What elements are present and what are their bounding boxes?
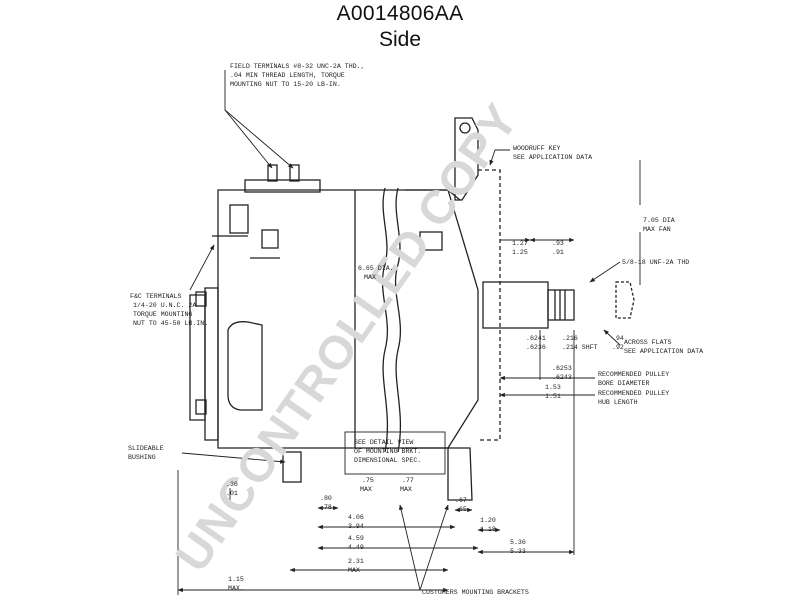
- dim-77-max: MAX: [400, 486, 412, 493]
- see-detail-line-2: OF MOUNTING BRKT.: [354, 448, 421, 455]
- dim-4-06-lower: 3.94: [348, 523, 364, 530]
- slideable-bushing-line-2: BUSHING: [128, 454, 156, 461]
- field-terminals-line-2: .04 MIN THREAD LENGTH, TORQUE: [230, 72, 345, 79]
- pulley-hub-line-2: HUB LENGTH: [598, 399, 638, 406]
- mounting-ear: [454, 117, 479, 201]
- dim-6241-upper: .6241: [526, 335, 546, 342]
- dim-75-value: .75: [362, 477, 374, 484]
- rear-bolt-bottom: [195, 399, 207, 415]
- dim-6241-lower: .6236: [526, 344, 546, 351]
- dim-93-lower: .91: [552, 249, 564, 256]
- drawing-subtitle: Side: [378, 28, 422, 51]
- dim-1-15-max: MAX.: [228, 585, 244, 592]
- body-dia-line-1: 6.65 DIA.: [358, 265, 394, 272]
- field-terminal-stud-2: [289, 164, 300, 182]
- stator-break-line-2: [394, 187, 402, 453]
- uncontrolled-copy-watermark: UNCONTROLLED COPY: [165, 94, 528, 581]
- dim-1-27-upper: 1.27: [512, 240, 528, 247]
- dim-4-59-upper: 4.59: [348, 535, 364, 542]
- slideable-bushing-line-1: SLIDEABLE: [128, 445, 164, 452]
- dim-2-31-value: 2.31: [348, 558, 364, 565]
- fc-terminal-1: [229, 204, 249, 234]
- max-fan-line-1: 7.05 DIA: [643, 217, 675, 224]
- dim-1-20-lower: 1.18: [480, 526, 496, 533]
- dim-1-20-upper: 1.20: [480, 517, 496, 524]
- dim-75-max: MAX: [360, 486, 372, 493]
- customers-brackets-label: CUSTOMERS MOUNTING BRACKETS: [422, 589, 529, 596]
- shaft-nut: [615, 281, 635, 319]
- lower-mounting-foot: [447, 447, 473, 501]
- see-detail-line-1: SEE DETAIL VIEW: [354, 439, 413, 446]
- max-fan-line-2: MAX FAN: [643, 226, 671, 233]
- rear-end-plate: [189, 294, 206, 421]
- rear-bolt-top: [195, 291, 207, 307]
- dim-77-value: .77: [402, 477, 414, 484]
- dim-80-upper: .80: [320, 495, 332, 502]
- field-terminals-line-3: MOUNTING NUT TO 15-20 LB-IN.: [230, 81, 341, 88]
- dim-1-15-value: 1.15: [228, 576, 244, 583]
- pulley-bore-line-2: BORE DIAMETER: [598, 380, 649, 387]
- across-flats-value-1: .94: [612, 335, 624, 342]
- dim-1-53-lower: 1.51: [545, 393, 561, 400]
- field-terminals-line-1: FIELD TERMINALS #8-32 UNC-2A THD.,: [230, 63, 365, 70]
- rear-vent-window: [227, 321, 263, 411]
- dim-216-lower: .214 SHFT: [562, 344, 598, 351]
- across-flats-value-2: .92: [612, 344, 624, 351]
- thread-spec-label: 5/8-18 UNF-2A THD: [622, 259, 689, 266]
- dim-36-upper: .36: [226, 481, 238, 488]
- see-detail-line-3: DIMENSIONAL SPEC.: [354, 457, 421, 464]
- slideable-bushing-outline: [282, 451, 302, 483]
- see-detail-box-outline: [344, 431, 446, 475]
- dim-1-27-lower: 1.25: [512, 249, 528, 256]
- dim-2-31-max: MAX: [348, 567, 360, 574]
- across-flats-label: ACROSS FLATS: [624, 339, 672, 346]
- field-terminal-stud-1: [267, 164, 278, 182]
- dim-80-lower: .78: [320, 504, 332, 511]
- dim-67-lower: .65: [455, 506, 467, 513]
- front-housing-outline: [405, 189, 479, 449]
- fac-terminals-line-3: TORQUE MOUNTING: [133, 311, 192, 318]
- dim-5-36-upper: 5.36: [510, 539, 526, 546]
- dim-6253-lower: .6243: [552, 374, 572, 381]
- fac-terminals-line-1: F&C TERMINALS: [130, 293, 181, 300]
- fac-terminals-line-4: NUT TO 45-50 LB.IN.: [133, 320, 208, 327]
- woodruff-key-line-1: WOODRUFF KEY: [513, 145, 561, 152]
- woodruff-key-line-2: SEE APPLICATION DATA: [513, 154, 592, 161]
- stator-break-line-1: [381, 187, 389, 453]
- shaft: [547, 289, 575, 321]
- across-flats-note: SEE APPLICATION DATA: [624, 348, 703, 355]
- body-dia-line-2: MAX: [364, 274, 376, 281]
- dim-5-36-lower: 5.33: [510, 548, 526, 555]
- drawing-title: A0014806AA: [336, 2, 464, 25]
- fc-terminal-2: [261, 229, 279, 249]
- dim-216-upper: .216: [562, 335, 578, 342]
- dim-1-53-upper: 1.53: [545, 384, 561, 391]
- pulley-hub-line-1: RECOMMENDED PULLEY: [598, 390, 669, 397]
- front-lug: [419, 231, 443, 251]
- dim-6253-upper: .6253: [552, 365, 572, 372]
- dim-93-upper: .93: [552, 240, 564, 247]
- fac-terminals-line-2: 1/4-20 U.N.C. 2A: [133, 302, 196, 309]
- dim-4-59-lower: 4.49: [348, 544, 364, 551]
- terminal-block: [244, 179, 321, 193]
- fan-outline-dashed: [478, 169, 501, 441]
- dim-67-upper: .67: [455, 497, 467, 504]
- pulley-bore-line-1: RECOMMENDED PULLEY: [598, 371, 669, 378]
- pulley-hub: [482, 281, 549, 329]
- dim-4-06-upper: 4.06: [348, 514, 364, 521]
- rear-cover-step: [204, 287, 219, 441]
- dim-36-lower: .01: [226, 490, 238, 497]
